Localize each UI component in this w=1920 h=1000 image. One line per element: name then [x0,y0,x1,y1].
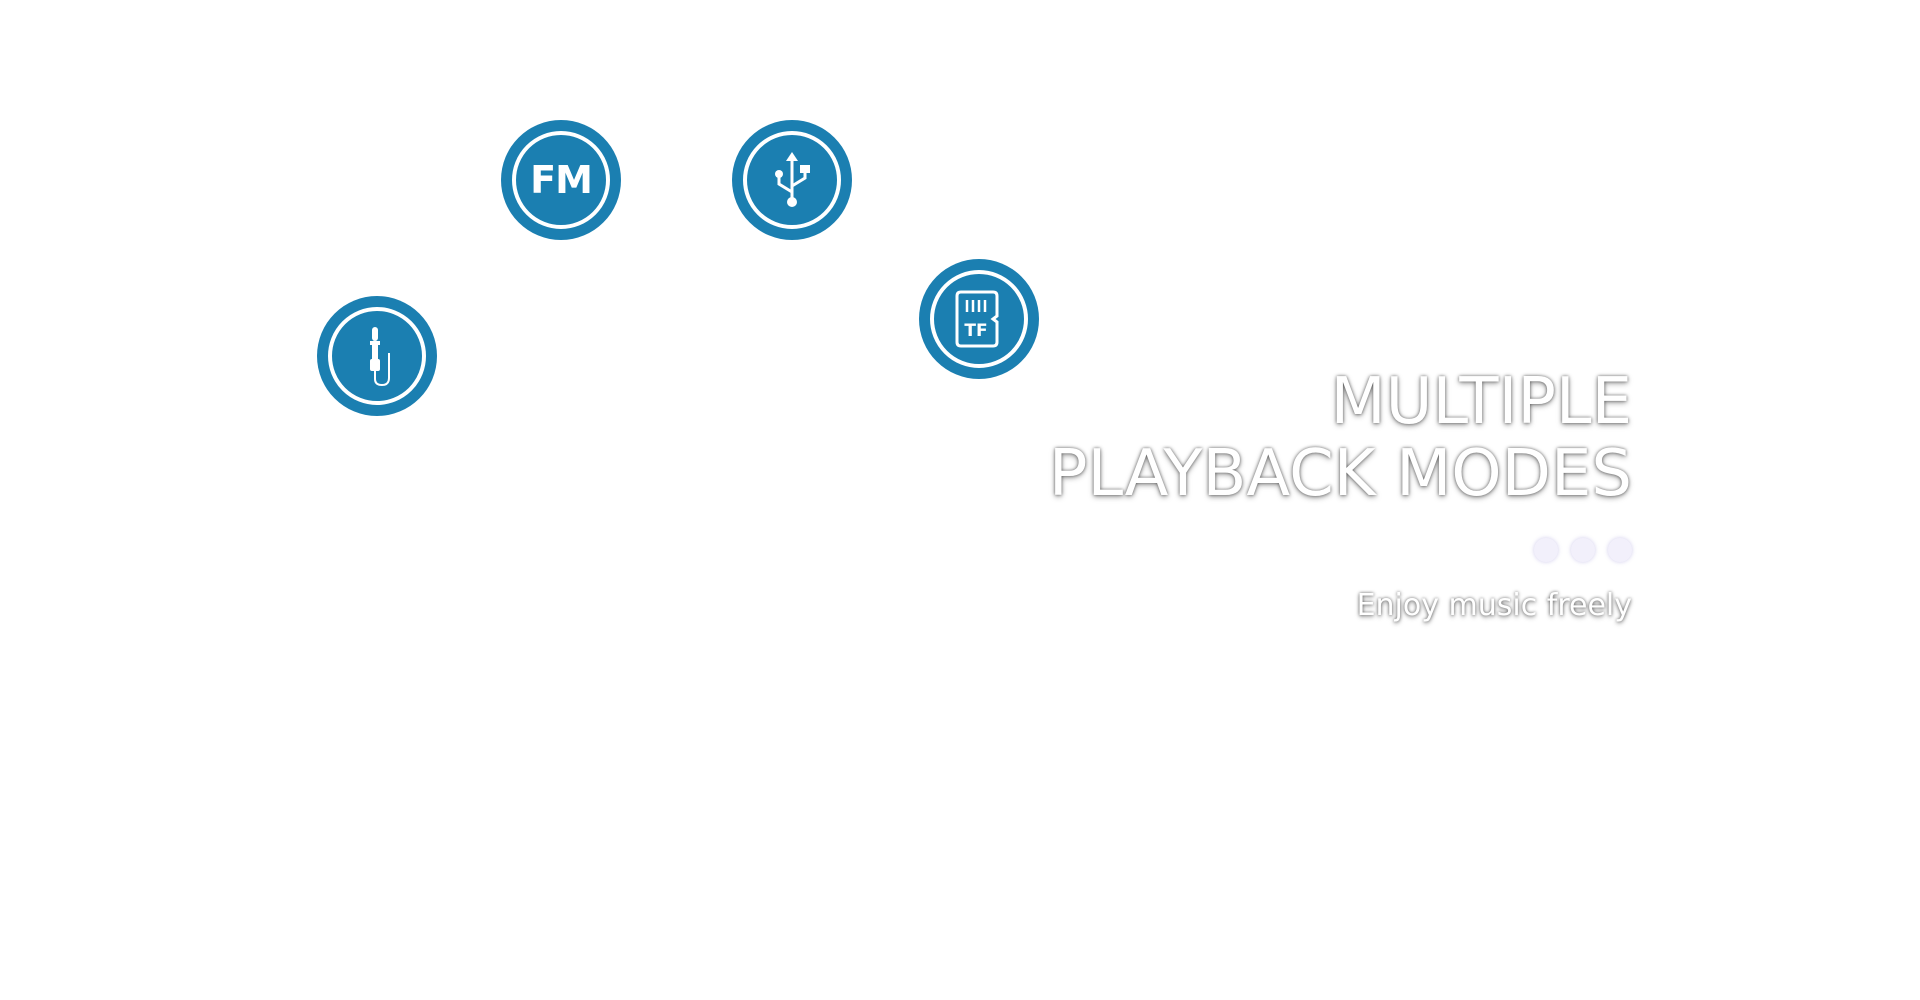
usb-icon [732,120,852,240]
fm-radio-icon: FM [501,120,621,240]
audio-jack-icon [370,327,390,387]
headline-line-1: MULTIPLE [1330,365,1632,439]
headline: MULTIPLE PLAYBACK MODES [1049,366,1632,510]
sd-card-icon: TF [955,290,999,348]
headline-line-2: PLAYBACK MODES [1048,437,1632,511]
usb-symbol-icon [775,152,810,207]
fm-label: FM [530,158,593,202]
pagination-dot-3[interactable] [1608,538,1632,562]
pagination-dots [1534,538,1632,562]
tf-card-icon: TF [919,259,1039,379]
tf-label: TF [964,321,987,341]
pagination-dot-2[interactable] [1571,538,1595,562]
aux-jack-icon [317,296,437,416]
tagline: Enjoy music freely [1356,588,1632,623]
pagination-dot-1[interactable] [1534,538,1558,562]
